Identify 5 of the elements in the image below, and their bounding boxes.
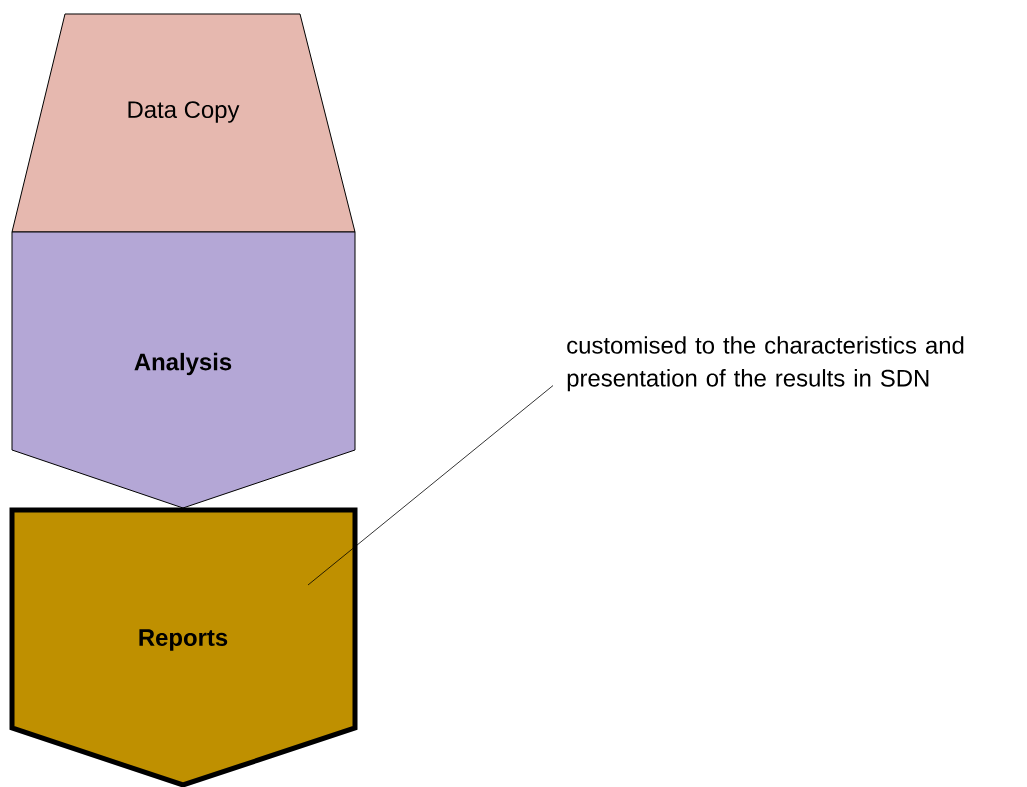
chevron-box: Reports (9, 507, 358, 787)
chevron-box: Analysis (11, 231, 356, 509)
trapezoid-box: Data Copy (11, 13, 356, 233)
leader-line (307, 385, 554, 586)
callout-text: customised to the characteristics and presentation of the results in SDN (567, 336, 964, 392)
